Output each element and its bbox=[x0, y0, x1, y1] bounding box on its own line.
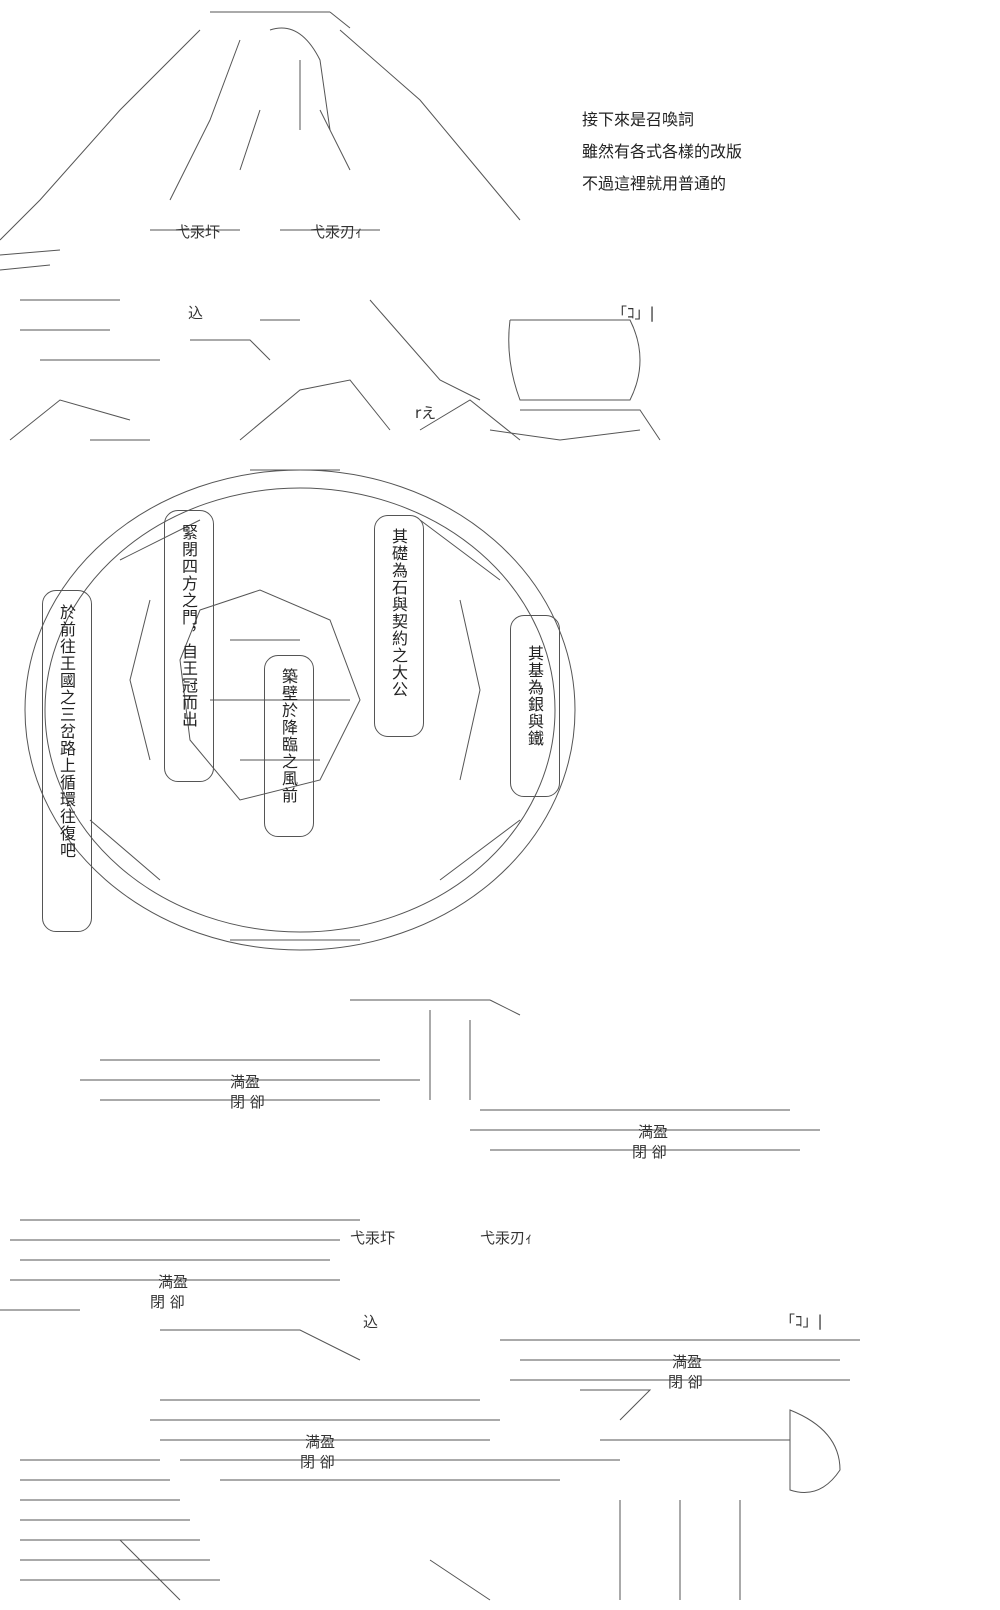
close-label-a: 閉 卻 bbox=[632, 1143, 667, 1161]
narration-line-3: 不過這裡就用普通的 bbox=[582, 174, 727, 193]
chant-scroll-3 bbox=[264, 655, 314, 837]
close-label-d: 閉 卻 bbox=[300, 1453, 335, 1471]
chant-line-2: 緊閉四方之門，自王冠而出 bbox=[179, 524, 198, 728]
narration-block: 接下來是召喚詞 雖然有各式各樣的改版 不過這裡就用普通的 bbox=[582, 104, 742, 200]
close-label-c: 閉 卻 bbox=[668, 1373, 703, 1391]
scene1-left-banner: 弋汞圷 bbox=[175, 223, 220, 241]
close-label-b: 閉 卻 bbox=[150, 1293, 185, 1311]
chant-line-1: 於前往王國之三岔路上循環往復吧 bbox=[57, 604, 76, 859]
scene1-ie-mark: 込 bbox=[188, 304, 203, 322]
scene3-left-banner: 弋汞圷 bbox=[350, 1229, 395, 1247]
fill-label-d: 満盈 bbox=[305, 1433, 335, 1451]
scene1-seal-mark: 「ｺ」| bbox=[612, 304, 655, 322]
chant-line-4: 其礎為石與契約之大公 bbox=[389, 528, 408, 698]
scene3-seal-mark: 「ｺ」| bbox=[780, 1312, 823, 1330]
narration-line-1: 接下來是召喚詞 bbox=[582, 110, 695, 129]
scene1-sign: rえ bbox=[415, 404, 436, 422]
chant-scroll-1 bbox=[42, 590, 92, 932]
chant-scroll-5 bbox=[510, 615, 560, 797]
scene3-mountain-art bbox=[0, 999, 860, 1601]
close-label-top: 閉 卻 bbox=[230, 1093, 265, 1111]
narration-line-2: 雖然有各式各樣的改版 bbox=[582, 142, 743, 161]
chant-scroll-4 bbox=[374, 515, 424, 737]
fill-label-a: 満盈 bbox=[638, 1123, 668, 1141]
chant-line-3: 築壁於降臨之風前 bbox=[279, 668, 298, 804]
fill-label-b: 満盈 bbox=[158, 1273, 188, 1291]
fill-label-top: 満盈 bbox=[230, 1073, 260, 1091]
fill-label-c: 満盈 bbox=[672, 1353, 702, 1371]
chant-line-5: 其基為銀與鐵 bbox=[525, 645, 544, 747]
scene1-mountain-art bbox=[0, 11, 661, 441]
scene1-right-banner: 弋汞刃ｨ bbox=[310, 223, 363, 241]
scene3-ie-mark: 込 bbox=[363, 1313, 378, 1331]
chant-scroll-2 bbox=[164, 510, 214, 782]
scene3-right-banner: 弋汞刃ｨ bbox=[480, 1229, 533, 1247]
magic-circle-art bbox=[24, 469, 576, 951]
